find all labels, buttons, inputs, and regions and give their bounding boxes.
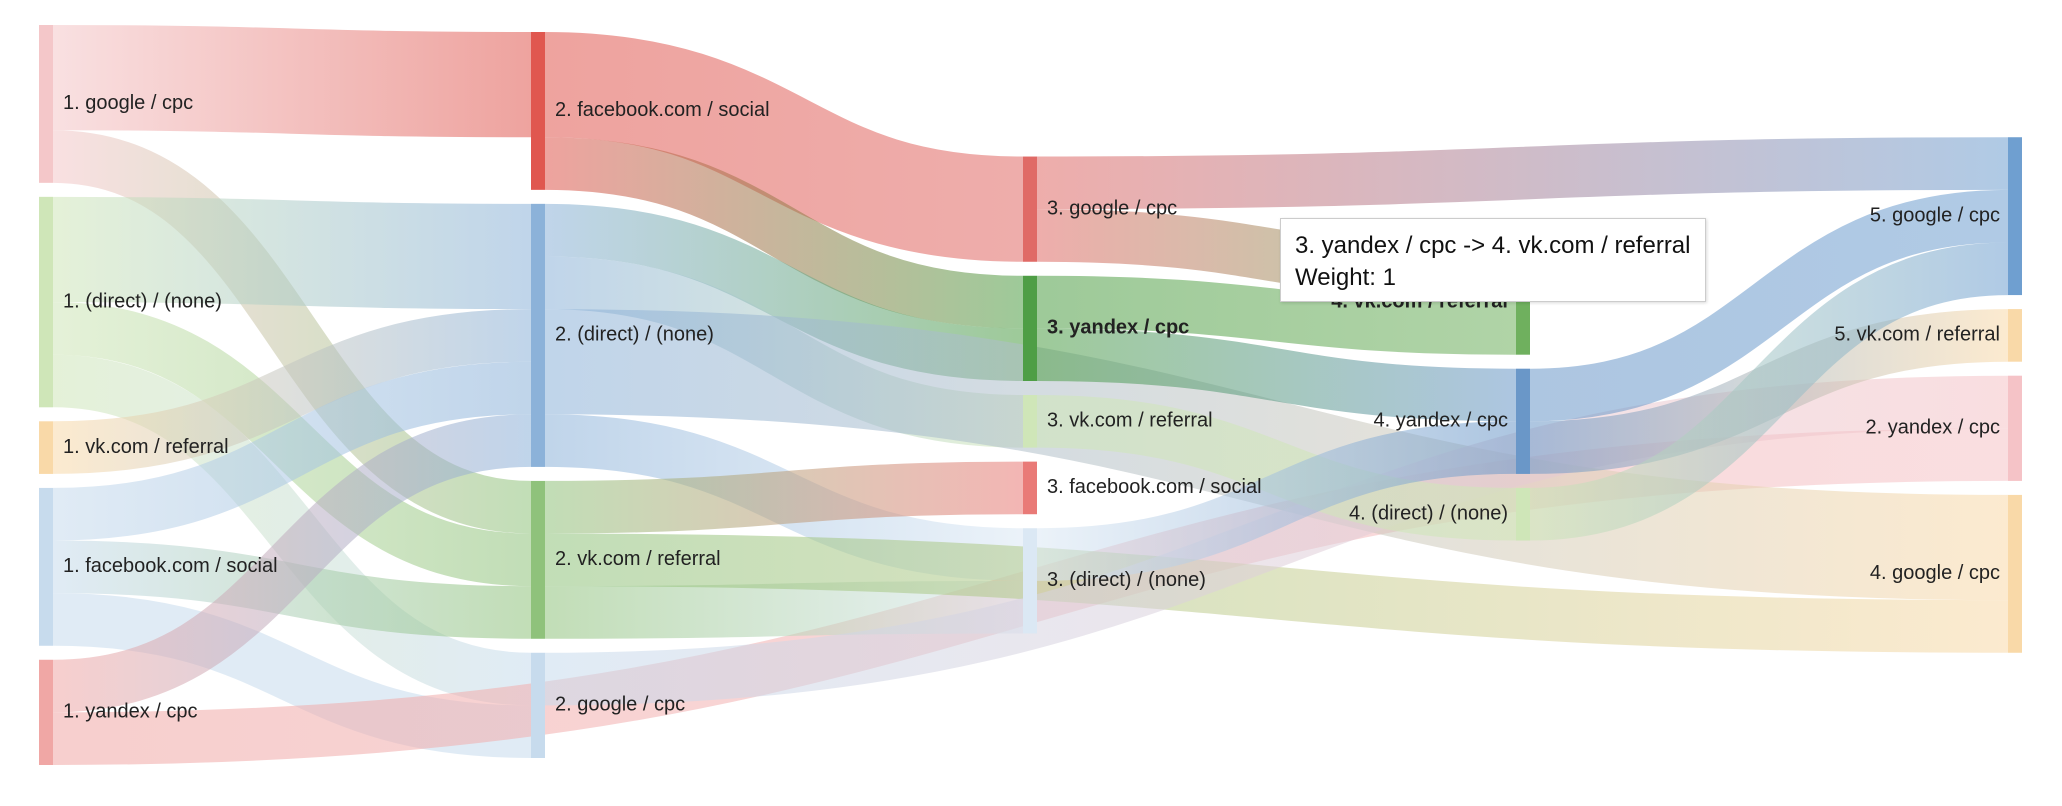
sankey-link[interactable] — [544, 580, 1024, 639]
sankey-link[interactable] — [1036, 275, 1517, 355]
hover-tooltip: 3. yandex / cpc -> 4. vk.com / referral … — [1280, 218, 1706, 302]
sankey-link[interactable] — [52, 24, 532, 138]
sankey-link[interactable] — [52, 196, 532, 310]
sankey-link[interactable] — [52, 130, 532, 534]
sankey-node[interactable] — [1023, 461, 1037, 515]
sankey-link[interactable] — [52, 361, 532, 541]
sankey-node[interactable] — [1023, 528, 1037, 634]
sankey-node-label: 5. vk.com / referral — [1834, 324, 2000, 346]
sankey-link[interactable] — [1036, 328, 1517, 422]
sankey-node[interactable] — [1023, 275, 1037, 381]
sankey-link[interactable] — [544, 137, 1024, 329]
sankey-node-label: 1. (direct) / (none) — [63, 290, 222, 312]
sankey-node-label: 1. yandex / cpc — [63, 701, 198, 723]
sankey-link[interactable] — [1036, 421, 1517, 581]
sankey-node-label: 5. google / cpc — [1870, 204, 2000, 226]
sankey-node[interactable] — [39, 421, 53, 474]
sankey-node-label: 2. facebook.com / social — [555, 99, 770, 121]
sankey-node[interactable] — [531, 203, 545, 467]
tooltip-weight: Weight: 1 — [1295, 264, 1396, 291]
sankey-node-label: 3. vk.com / referral — [1047, 410, 1213, 432]
sankey-link[interactable] — [544, 461, 1024, 534]
sankey-node-label: 2. google / cpc — [555, 694, 685, 716]
sankey-node[interactable] — [2008, 494, 2022, 653]
sankey-node[interactable] — [1023, 156, 1037, 262]
sankey-node-label: 3. yandex / cpc — [1047, 317, 1189, 339]
sankey-link[interactable] — [52, 309, 532, 474]
sankey-link[interactable] — [1036, 395, 1517, 541]
sankey-node-label: 4. google / cpc — [1870, 562, 2000, 584]
sankey-node[interactable] — [2008, 375, 2022, 481]
sankey-node[interactable] — [1516, 368, 1530, 474]
sankey-node-label: 1. facebook.com / social — [63, 555, 278, 577]
sankey-link[interactable] — [544, 31, 1024, 262]
sankey-node[interactable] — [39, 487, 53, 646]
sankey-node-label: 1. google / cpc — [63, 92, 193, 114]
sankey-node[interactable] — [1023, 395, 1037, 448]
links-layer — [52, 24, 2009, 765]
sankey-node-label: 2. (direct) / (none) — [555, 324, 714, 346]
sankey-node-label: 4. (direct) / (none) — [1349, 503, 1508, 525]
sankey-node-label: 2. yandex / cpc — [1865, 417, 2000, 439]
sankey-link[interactable] — [1529, 189, 2009, 422]
sankey-node-label: 2. vk.com / referral — [555, 548, 721, 570]
sankey-link[interactable] — [1036, 137, 2009, 210]
sankey-node-label: 3. google / cpc — [1047, 197, 1177, 219]
sankey-link[interactable] — [544, 533, 2009, 653]
sankey-node[interactable] — [531, 480, 545, 639]
sankey-node-label: 3. (direct) / (none) — [1047, 569, 1206, 591]
sankey-node-label: 1. vk.com / referral — [63, 436, 229, 458]
sankey-link[interactable] — [52, 414, 532, 713]
sankey-link[interactable] — [1529, 242, 2009, 541]
sankey-node[interactable] — [39, 659, 53, 765]
labels-layer: 1. google / cpc 1. (direct) / (none) 1. vk… — [63, 92, 2000, 722]
tooltip-title: 3. yandex / cpc -> 4. vk.com / referral — [1295, 232, 1691, 259]
sankey-node-label: 4. yandex / cpc — [1373, 410, 1508, 432]
sankey-node[interactable] — [531, 32, 545, 190]
nodes-layer — [39, 25, 2022, 765]
sankey-node[interactable] — [1516, 487, 1530, 541]
sankey-node-label: 3. facebook.com / social — [1047, 476, 1262, 498]
sankey-node[interactable] — [531, 652, 545, 758]
sankey-node[interactable] — [2008, 137, 2022, 296]
sankey-node[interactable] — [39, 25, 53, 183]
sankey-node[interactable] — [39, 196, 53, 408]
sankey-node[interactable] — [2008, 309, 2022, 362]
